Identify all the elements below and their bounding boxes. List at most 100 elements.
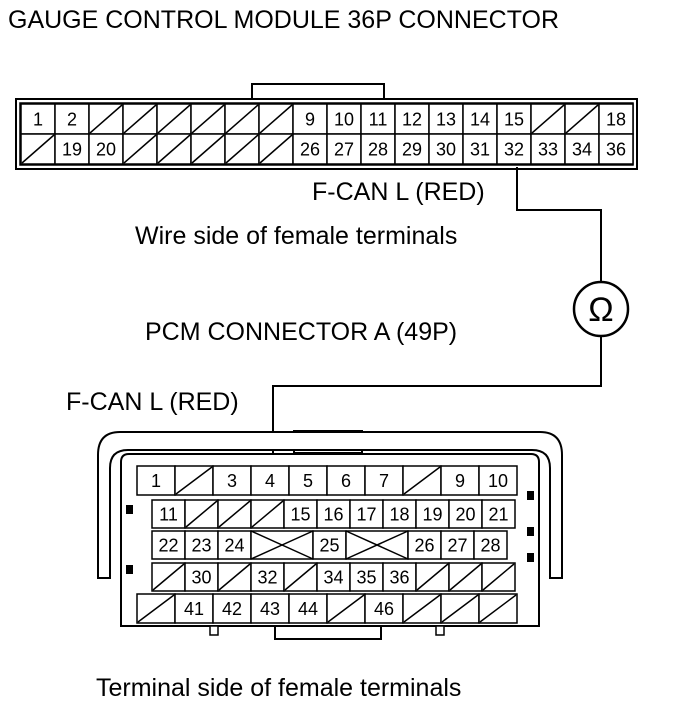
- unused-slash: [157, 104, 191, 134]
- terminal-number: 34: [323, 568, 343, 588]
- blocked-cross-line: [250, 530, 314, 560]
- terminal-cell-box: [151, 530, 186, 560]
- terminal-cell: 42: [212, 593, 252, 624]
- ohm-icon: Ω: [588, 291, 613, 329]
- terminal-cell-box: [473, 530, 508, 560]
- terminal-cell-box: [440, 530, 475, 560]
- terminal-number: 2: [67, 110, 77, 130]
- terminal-cell-box: [288, 593, 328, 624]
- terminal-cell: 23: [184, 530, 219, 560]
- terminal-cell-box: [496, 133, 532, 165]
- terminal-number: 32: [504, 140, 524, 160]
- unused-slash: [259, 134, 293, 164]
- unused-slash: [259, 104, 293, 134]
- unused-terminal-cell: [184, 499, 219, 529]
- terminal-cell: 32: [250, 562, 285, 592]
- terminal-number: 16: [323, 505, 343, 525]
- terminal-number: 46: [374, 599, 394, 619]
- unused-terminal-cell: [217, 562, 252, 592]
- terminal-cell: 7: [364, 465, 404, 496]
- unused-terminal-cell: [448, 562, 483, 592]
- terminal-number: 9: [455, 471, 465, 491]
- terminal-cell-box: [349, 562, 384, 592]
- terminal-cell-box: [326, 465, 366, 496]
- terminal-number: 30: [436, 140, 456, 160]
- unused-terminal-cell: [564, 103, 600, 135]
- unused-terminal-cell: [122, 103, 158, 135]
- terminal-cell-box: [428, 133, 464, 165]
- unused-slash: [89, 104, 123, 134]
- terminal-number: 13: [436, 110, 456, 130]
- terminal-cell: 10: [326, 103, 362, 135]
- unused-slash: [123, 134, 157, 164]
- terminal-cell: 20: [88, 133, 124, 165]
- terminal-cell: 29: [394, 133, 430, 165]
- unused-slash: [157, 134, 191, 164]
- unused-slash: [191, 104, 225, 134]
- terminal-number: 24: [224, 536, 244, 556]
- terminal-number: 4: [265, 471, 275, 491]
- terminal-cell: 15: [283, 499, 318, 529]
- unused-slash: [225, 104, 259, 134]
- unused-terminal-cell: [156, 133, 192, 165]
- unused-terminal-cell: [151, 562, 186, 592]
- terminal-cell-box: [250, 593, 290, 624]
- unused-slash: [191, 134, 225, 164]
- terminal-cell: 4: [250, 465, 290, 496]
- ohmmeter-circle: [572, 280, 630, 338]
- unused-slash: [21, 134, 55, 164]
- unused-slash: [251, 500, 284, 528]
- terminal-number: 35: [356, 568, 376, 588]
- unused-terminal-cell: [174, 465, 214, 496]
- test-wire: [516, 167, 602, 282]
- terminal-cell-box: [184, 530, 219, 560]
- terminal-number: 22: [158, 536, 178, 556]
- terminal-cell: 15: [496, 103, 532, 135]
- terminal-number: 23: [191, 536, 211, 556]
- terminal-cell: 34: [564, 133, 600, 165]
- terminal-cell: 27: [440, 530, 475, 560]
- unused-terminal-cell: [326, 593, 366, 624]
- terminal-number: 31: [470, 140, 490, 160]
- unused-slash: [565, 104, 599, 134]
- unused-terminal-cell: [250, 499, 285, 529]
- ohmmeter: Ω: [572, 280, 630, 338]
- unused-terminal-cell: [258, 103, 294, 135]
- terminal-cell-box: [530, 133, 566, 165]
- terminal-number: 1: [151, 471, 161, 491]
- terminal-number: 12: [402, 110, 422, 130]
- terminal-cell: 3: [212, 465, 252, 496]
- unused-terminal-cell: [217, 499, 252, 529]
- unused-slash: [175, 466, 213, 495]
- terminal-cell: 25: [312, 530, 347, 560]
- terminal-cell: 17: [349, 499, 384, 529]
- terminal-cell: 13: [428, 103, 464, 135]
- terminal-number: 36: [606, 140, 626, 160]
- test-wire: [272, 336, 602, 465]
- terminal-number: 11: [159, 505, 178, 525]
- terminal-cell: 12: [394, 103, 430, 135]
- terminal-cell: 10: [478, 465, 518, 496]
- terminal-cell: 30: [184, 562, 219, 592]
- terminal-number: 34: [572, 140, 592, 160]
- blocked-cross-line: [345, 530, 409, 560]
- terminal-number: 20: [455, 505, 475, 525]
- terminal-number: 14: [470, 110, 490, 130]
- terminal-cell: 33: [530, 133, 566, 165]
- unused-terminal-cell: [20, 133, 56, 165]
- terminal-cell-box: [316, 562, 351, 592]
- unused-slash: [284, 563, 317, 591]
- terminal-cell: 36: [382, 562, 417, 592]
- terminal-cell-box: [382, 562, 417, 592]
- unused-slash: [449, 563, 482, 591]
- unused-terminal-cell: [402, 593, 442, 624]
- terminal-cell: 11: [360, 103, 396, 135]
- terminal-cell-box: [312, 530, 347, 560]
- terminal-cell: 1: [20, 103, 56, 135]
- unused-slash: [441, 594, 479, 623]
- unused-slash: [218, 563, 251, 591]
- terminal-number: 26: [414, 536, 434, 556]
